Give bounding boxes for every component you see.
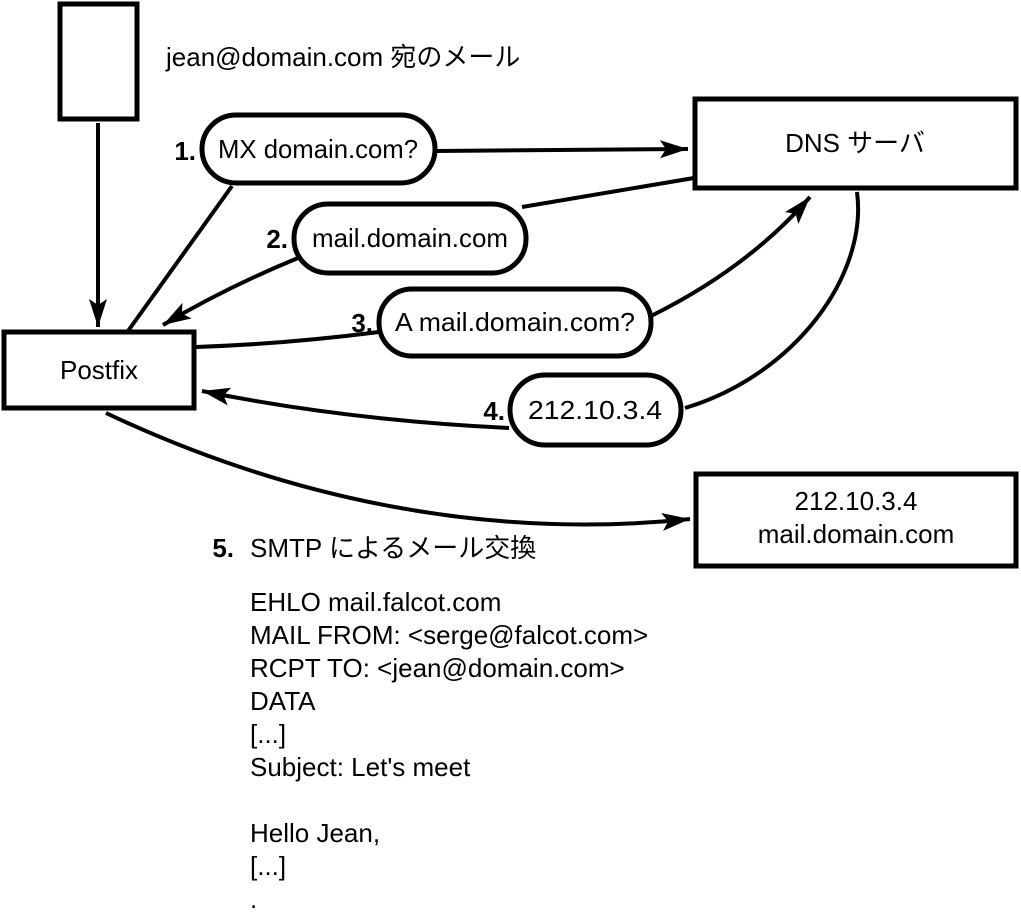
smtp-line: Hello Jean, [250, 818, 380, 848]
arrow-postfix-to-mailserver [105, 411, 691, 531]
line-postfix-to-mx-query [126, 184, 234, 333]
step-5-label: SMTP によるメール交換 [250, 533, 536, 563]
smtp-line: EHLO mail.falcot.com [250, 587, 501, 617]
dns-server-box [692, 96, 1019, 191]
postfix-node: Postfix [1, 329, 197, 411]
step-5-caption: 5. SMTP によるメール交換 [212, 533, 536, 563]
step-4-a-answer-pill: 4. 212.10.3.4 [483, 372, 684, 448]
step-2-label: mail.domain.com [312, 223, 508, 253]
envelope-node [57, 1, 140, 122]
dns-server-label: DNS サーバ [785, 128, 925, 158]
smtp-session-transcript: EHLO mail.falcot.com MAIL FROM: <serge@f… [250, 587, 648, 914]
step-3-pill [376, 286, 654, 359]
dns-server-node: DNS サーバ [692, 96, 1019, 191]
smtp-line: Subject: Let's meet [250, 752, 471, 782]
smtp-line: [...] [250, 719, 286, 749]
mailserver-box [693, 471, 1019, 569]
line-dns-to-a-answer [684, 191, 861, 410]
step-4-number: 4. [483, 396, 505, 426]
step-4-pill [507, 372, 684, 448]
mailserver-node: 212.10.3.4 mail.domain.com [693, 471, 1019, 569]
smtp-line: DATA [250, 686, 316, 716]
smtp-line: MAIL FROM: <serge@falcot.com> [250, 620, 648, 650]
step-1-label: MX domain.com? [218, 134, 418, 164]
step-2-pill [291, 201, 529, 276]
step-1-number: 1. [174, 136, 196, 166]
step-4-label: 212.10.3.4 [528, 395, 662, 425]
mailserver-ip-label: 212.10.3.4 [795, 486, 918, 516]
arrow-a-query-to-dns [650, 195, 812, 318]
mail-origin-label: jean@domain.com 宛のメール [165, 42, 520, 72]
step-3-a-query-pill: 3. A mail.domain.com? [351, 286, 654, 359]
mailserver-host-label: mail.domain.com [758, 519, 955, 549]
step-3-number: 3. [351, 308, 373, 338]
step-1-mx-query-pill: 1. MX domain.com? [174, 112, 438, 186]
postfix-box [1, 329, 197, 411]
arrow-mx-answer-to-postfix [161, 256, 299, 327]
smtp-line: [...] [250, 851, 286, 881]
line-dns-to-mx-answer [521, 176, 695, 209]
step-2-mx-answer-pill: 2. mail.domain.com [266, 201, 529, 276]
step-5-number: 5. [212, 533, 234, 563]
step-2-number: 2. [266, 224, 288, 254]
postfix-label: Postfix [60, 355, 138, 385]
line-postfix-to-a-query [195, 330, 380, 349]
step-1-pill [199, 112, 438, 186]
step-3-label: A mail.domain.com? [395, 307, 635, 337]
smtp-line: . [250, 884, 257, 914]
arrow-mx-query-to-dns [435, 140, 689, 159]
smtp-line: RCPT TO: <jean@domain.com> [250, 653, 625, 683]
arrow-a-answer-to-postfix [201, 387, 510, 430]
